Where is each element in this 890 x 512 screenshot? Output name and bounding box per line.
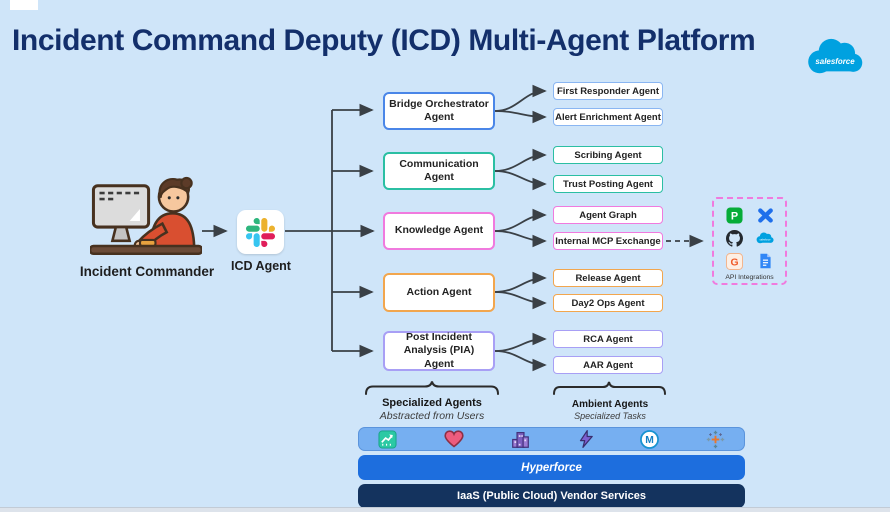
specialized-agents-subtitle: Abstracted from Users xyxy=(379,410,485,422)
heart-icon xyxy=(444,429,464,449)
agent-box-communication: Communication Agent xyxy=(383,152,495,190)
sub-box-first-responder: First Responder Agent xyxy=(553,82,663,100)
svg-text:P: P xyxy=(730,210,737,222)
agent-box-bridge-orchestrator: Bridge Orchestrator Agent xyxy=(383,92,495,130)
confluence-icon xyxy=(756,206,774,224)
agent-box-knowledge: Knowledge Agent xyxy=(383,212,495,250)
sub-box-release: Release Agent xyxy=(553,269,663,287)
iaas-bar: IaaS (Public Cloud) Vendor Services xyxy=(358,484,745,508)
hyperforce-bar: Hyperforce xyxy=(358,455,745,480)
sub-box-aar: AAR Agent xyxy=(553,356,663,374)
sub-box-trust-posting: Trust Posting Agent xyxy=(553,175,663,193)
svg-text:salesforce: salesforce xyxy=(760,238,772,241)
salesforce-cloud-icon: salesforce xyxy=(756,229,774,247)
svg-text:G: G xyxy=(730,257,738,268)
pagerduty-icon: P xyxy=(725,206,743,224)
platform-services-bar: M xyxy=(358,427,745,451)
api-integrations-box: P salesforce G API Integrations xyxy=(712,197,787,285)
slack-icon xyxy=(246,217,275,247)
slide-bottom-edge xyxy=(0,507,890,512)
agent-box-action: Action Agent xyxy=(383,273,495,312)
icd-agent-node xyxy=(237,210,284,254)
incident-commander-label: Incident Commander xyxy=(79,264,215,279)
sub-box-day2-ops: Day2 Ops Agent xyxy=(553,294,663,312)
sub-box-scribing: Scribing Agent xyxy=(553,146,663,164)
corner-sliver xyxy=(10,0,38,10)
tableau-icon xyxy=(706,429,725,449)
icd-agent-label: ICD Agent xyxy=(231,259,291,273)
lightning-icon xyxy=(578,429,593,449)
sub-box-alert-enrichment: Alert Enrichment Agent xyxy=(553,108,663,126)
analytics-icon xyxy=(378,429,397,449)
github-icon xyxy=(725,229,743,247)
hyperforce-label: Hyperforce xyxy=(521,461,582,474)
incident-commander-illustration xyxy=(90,176,202,256)
salesforce-logo-text: salesforce xyxy=(815,57,855,66)
api-integrations-label: API Integrations xyxy=(725,274,774,281)
iaas-label: IaaS (Public Cloud) Vendor Services xyxy=(457,490,646,502)
salesforce-logo-icon: salesforce xyxy=(808,38,863,74)
svg-text:M: M xyxy=(645,435,654,446)
specialized-agents-title: Specialized Agents xyxy=(382,397,482,409)
google-docs-icon xyxy=(756,252,774,270)
grafana-icon: G xyxy=(725,252,743,270)
buildings-icon xyxy=(511,429,530,449)
page-title: Incident Command Deputy (ICD) Multi-Agen… xyxy=(12,24,756,57)
sub-box-rca: RCA Agent xyxy=(553,330,663,348)
agent-box-pia: Post Incident Analysis (PIA) Agent xyxy=(383,331,495,371)
mulesoft-icon: M xyxy=(639,429,659,449)
sub-box-internal-mcp: Internal MCP Exchange xyxy=(553,232,663,250)
ambient-agents-title: Ambient Agents xyxy=(571,399,649,410)
group-braces xyxy=(365,381,666,395)
ambient-agents-subtitle: Specialized Tasks xyxy=(574,411,646,421)
sub-box-agent-graph: Agent Graph xyxy=(553,206,663,224)
